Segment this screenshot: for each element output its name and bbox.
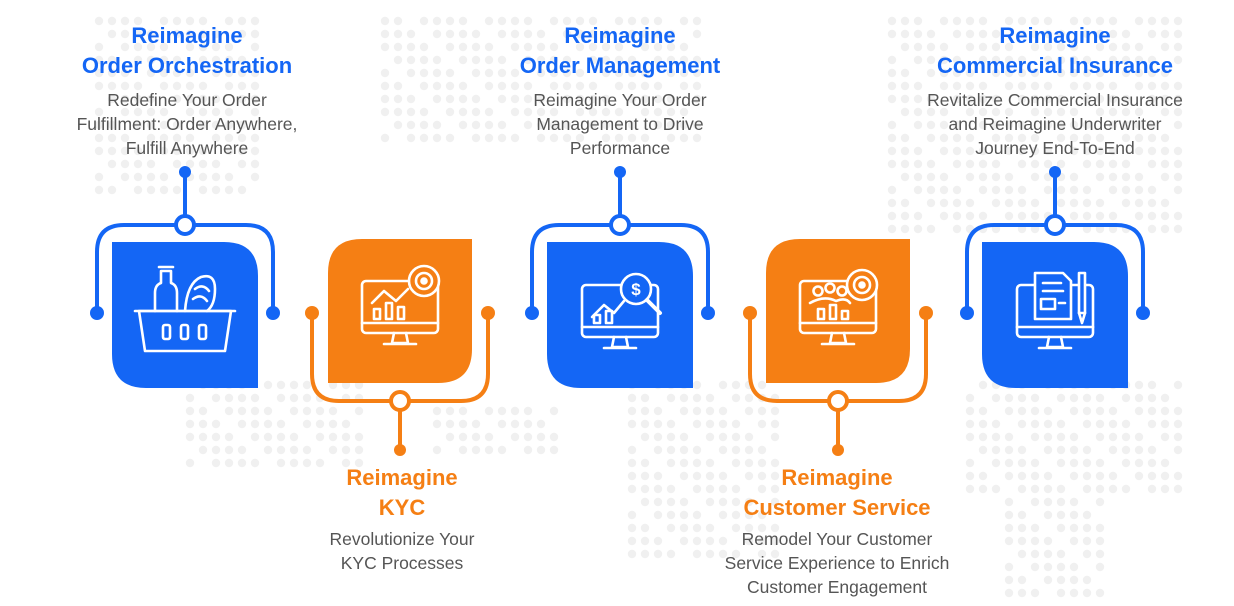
connector-ring	[389, 390, 411, 412]
frame-right-dot	[266, 306, 280, 320]
step-4-description: Remodel Your Customer Service Experience…	[687, 527, 987, 599]
step-4-title: Reimagine Customer Service	[687, 463, 987, 523]
step-3-node: $	[525, 166, 715, 388]
analytics-monitor-icon	[360, 264, 441, 346]
connector-end-dot	[394, 444, 406, 456]
step-5-description-line-3: Journey End-To-End	[975, 138, 1135, 158]
frame-left-dot	[743, 306, 757, 320]
step-3-description-line-2: Management to Drive	[536, 114, 704, 134]
step-2-description-line-1: Revolutionize Your	[329, 529, 475, 549]
step-5-title: Reimagine Commercial Insurance	[905, 21, 1205, 81]
frame-left-dot	[525, 306, 539, 320]
step-3-title: Reimagine Order Management	[470, 21, 770, 81]
svg-text:$: $	[631, 280, 641, 299]
step-5-title-line-1: Reimagine	[999, 23, 1111, 48]
step-3-description-line-3: Performance	[569, 138, 671, 158]
step-4-title-line-2: Customer Service	[743, 495, 931, 520]
frame-left-dot	[960, 306, 974, 320]
step-2-title: Reimagine KYC	[252, 463, 552, 523]
step-2-description: Revolutionize Your KYC Processes	[252, 527, 552, 575]
step-5-description-line-1: Revitalize Commercial Insurance	[927, 90, 1183, 110]
step-3-title-line-1: Reimagine	[564, 23, 676, 48]
step-3-title-line-2: Order Management	[519, 53, 721, 78]
step-2-title-line-2: KYC	[378, 495, 426, 520]
step-4-description-line-1: Remodel Your Customer	[741, 529, 933, 549]
step-4-node	[743, 239, 933, 456]
frame-right-dot	[1136, 306, 1150, 320]
frame-left-dot	[305, 306, 319, 320]
step-5-title-line-2: Commercial Insurance	[937, 53, 1173, 78]
step-tile	[766, 239, 910, 383]
connector-end-dot	[832, 444, 844, 456]
frame-right-dot	[701, 306, 715, 320]
frame-right-dot	[919, 306, 933, 320]
step-5-description: Revitalize Commercial Insurance and Reim…	[905, 88, 1205, 160]
customer-target-monitor-icon	[798, 268, 879, 346]
step-5-description-line-2: and Reimagine Underwriter	[948, 114, 1162, 134]
connector-ring	[174, 214, 196, 236]
step-1-description-line-2: Fulfillment: Order Anywhere,	[76, 114, 298, 134]
step-1-title-line-2: Order Orchestration	[81, 53, 293, 78]
frame-right-dot	[481, 306, 495, 320]
step-1-description-line-3: Fulfill Anywhere	[125, 138, 249, 158]
step-tile	[547, 242, 693, 388]
step-4-description-line-3: Customer Engagement	[747, 577, 927, 597]
step-1-description: Redefine Your Order Fulfillment: Order A…	[37, 88, 337, 160]
step-5-node	[960, 166, 1150, 388]
step-2-node	[305, 239, 495, 456]
connector-end-dot	[1049, 166, 1061, 178]
step-4-title-line-1: Reimagine	[781, 465, 893, 490]
step-tile	[328, 239, 472, 383]
background-dot-map	[94, 16, 1183, 598]
dollar-search-monitor-icon: $	[580, 272, 662, 350]
step-1-node	[90, 166, 280, 388]
step-1-title-line-1: Reimagine	[131, 23, 243, 48]
step-2-title-line-1: Reimagine	[346, 465, 458, 490]
connector-end-dot	[614, 166, 626, 178]
connector-ring	[1044, 214, 1066, 236]
connector-end-dot	[179, 166, 191, 178]
step-4-description-line-2: Service Experience to Enrich	[724, 553, 950, 573]
step-3-description: Reimagine Your Order Management to Drive…	[470, 88, 770, 160]
step-2-description-line-2: KYC Processes	[340, 553, 464, 573]
grocery-basket-icon	[133, 265, 237, 353]
step-1-title: Reimagine Order Orchestration	[37, 21, 337, 81]
step-3-description-line-1: Reimagine Your Order	[533, 90, 707, 110]
step-tile	[112, 242, 258, 388]
connector-ring	[609, 214, 631, 236]
frame-left-dot	[90, 306, 104, 320]
connector-ring	[827, 390, 849, 412]
document-pen-monitor-icon	[1015, 271, 1095, 350]
step-1-description-line-1: Redefine Your Order	[107, 90, 267, 110]
